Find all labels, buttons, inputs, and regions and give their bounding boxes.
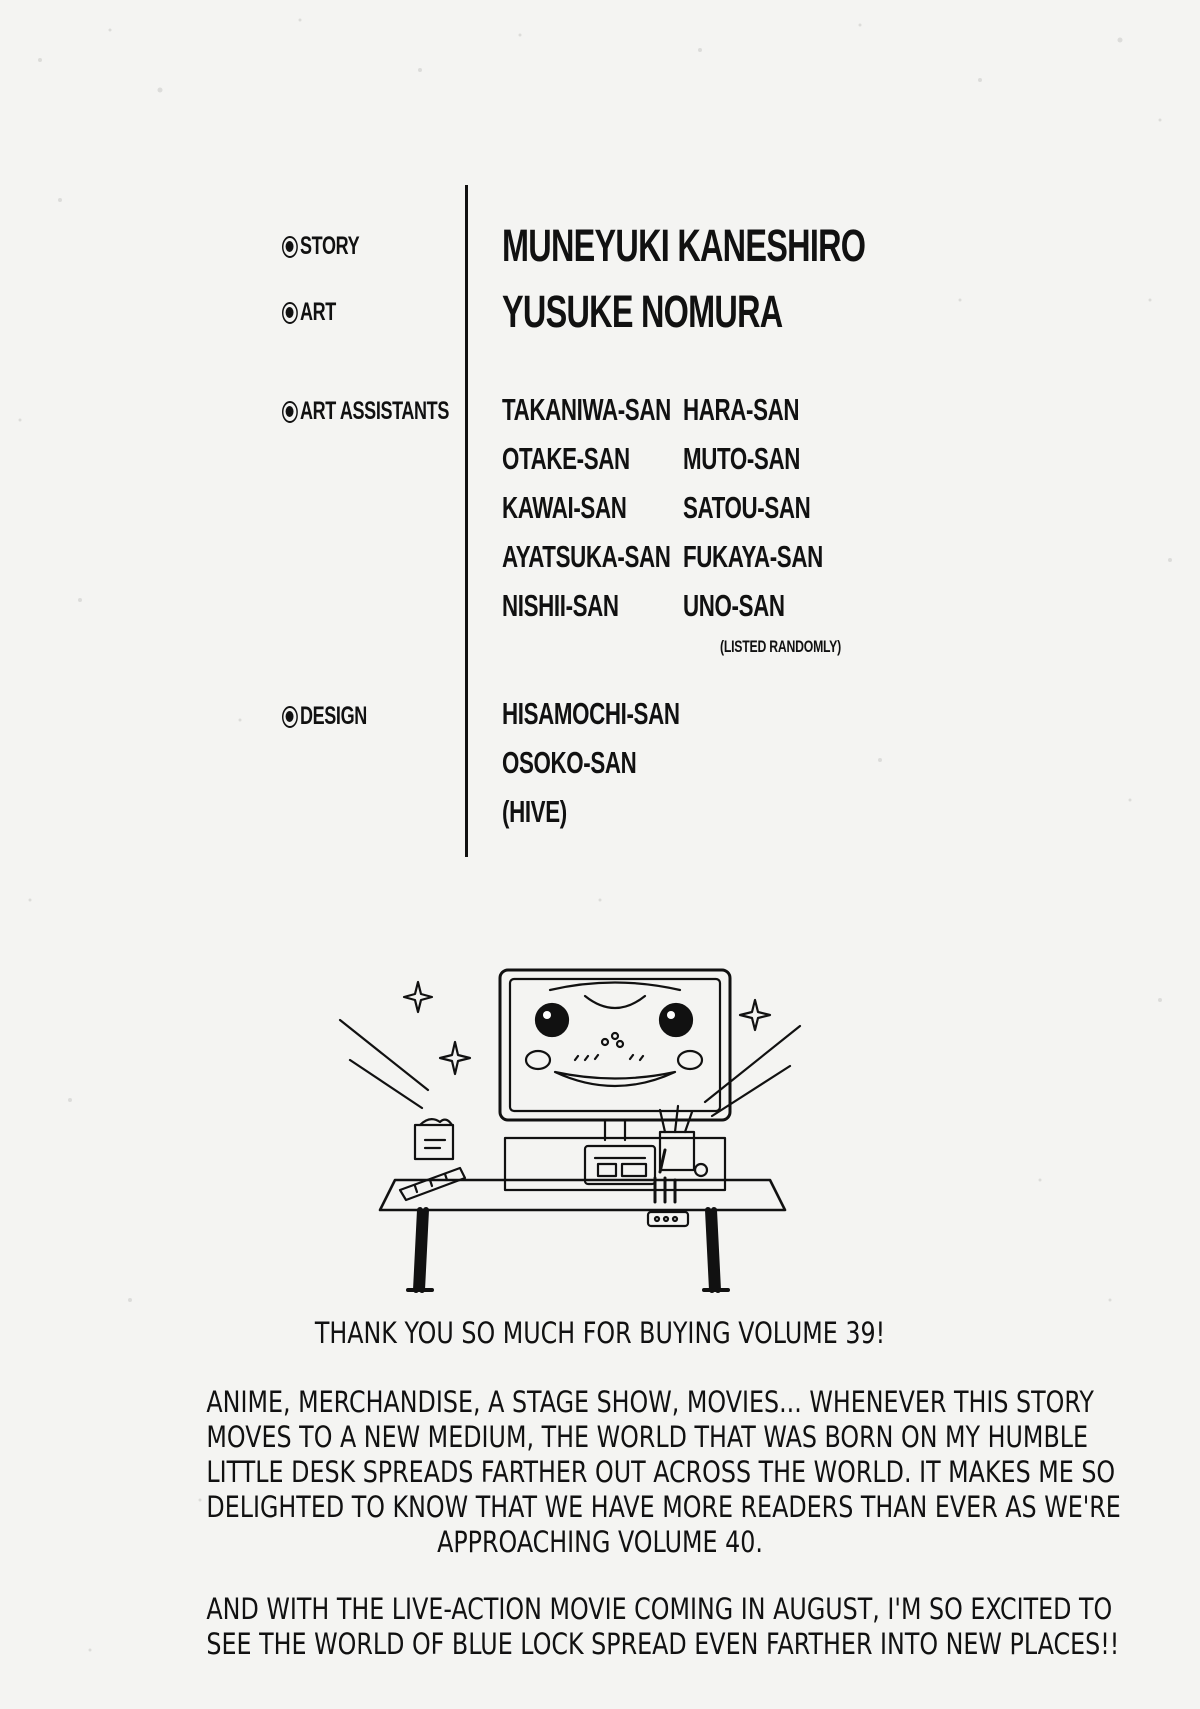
design-name: HISAMOCHI-SAN	[502, 696, 680, 731]
assistant-name: MUTO-SAN	[683, 441, 800, 476]
message-paragraph-2: AND WITH THE LIVE-ACTION MOVIE COMING IN…	[206, 1592, 1120, 1661]
credit-role-story: STORY	[282, 232, 360, 261]
assistant-name: KAWAI-SAN	[502, 490, 627, 525]
listed-randomly-note: (LISTED RANDOMLY)	[720, 637, 841, 656]
desk-illustration	[338, 968, 802, 1293]
assistant-name: TAKANIWA-SAN	[502, 392, 671, 427]
assistant-name: AYATSUKA-SAN	[502, 539, 671, 574]
credit-role-art-assistants: ART ASSISTANTS	[282, 397, 449, 426]
credit-role-design: DESIGN	[282, 702, 367, 731]
bullet-icon	[282, 400, 298, 423]
bullet-icon	[282, 235, 298, 258]
message-paragraph-1: ANIME, MERCHANDISE, A STAGE SHOW, MOVIES…	[206, 1385, 1121, 1559]
assistant-name: NISHII-SAN	[502, 588, 619, 623]
credits-divider	[465, 185, 468, 857]
assistant-name: FUKAYA-SAN	[683, 539, 823, 574]
assistant-name: OTAKE-SAN	[502, 441, 630, 476]
assistant-name: SATOU-SAN	[683, 490, 811, 525]
credit-name-art: YUSUKE NOMURA	[502, 286, 783, 337]
design-name: (HIVE)	[502, 794, 567, 829]
design-name: OSOKO-SAN	[502, 745, 637, 780]
assistant-name: HARA-SAN	[683, 392, 800, 427]
bullet-icon	[282, 301, 298, 324]
bullet-icon	[282, 705, 298, 728]
thanks-line: THANK YOU SO MUCH FOR BUYING VOLUME 39!	[314, 1316, 886, 1350]
assistant-name: UNO-SAN	[683, 588, 785, 623]
credit-role-art: ART	[282, 298, 336, 327]
credit-name-story: MUNEYUKI KANESHIRO	[502, 220, 866, 271]
